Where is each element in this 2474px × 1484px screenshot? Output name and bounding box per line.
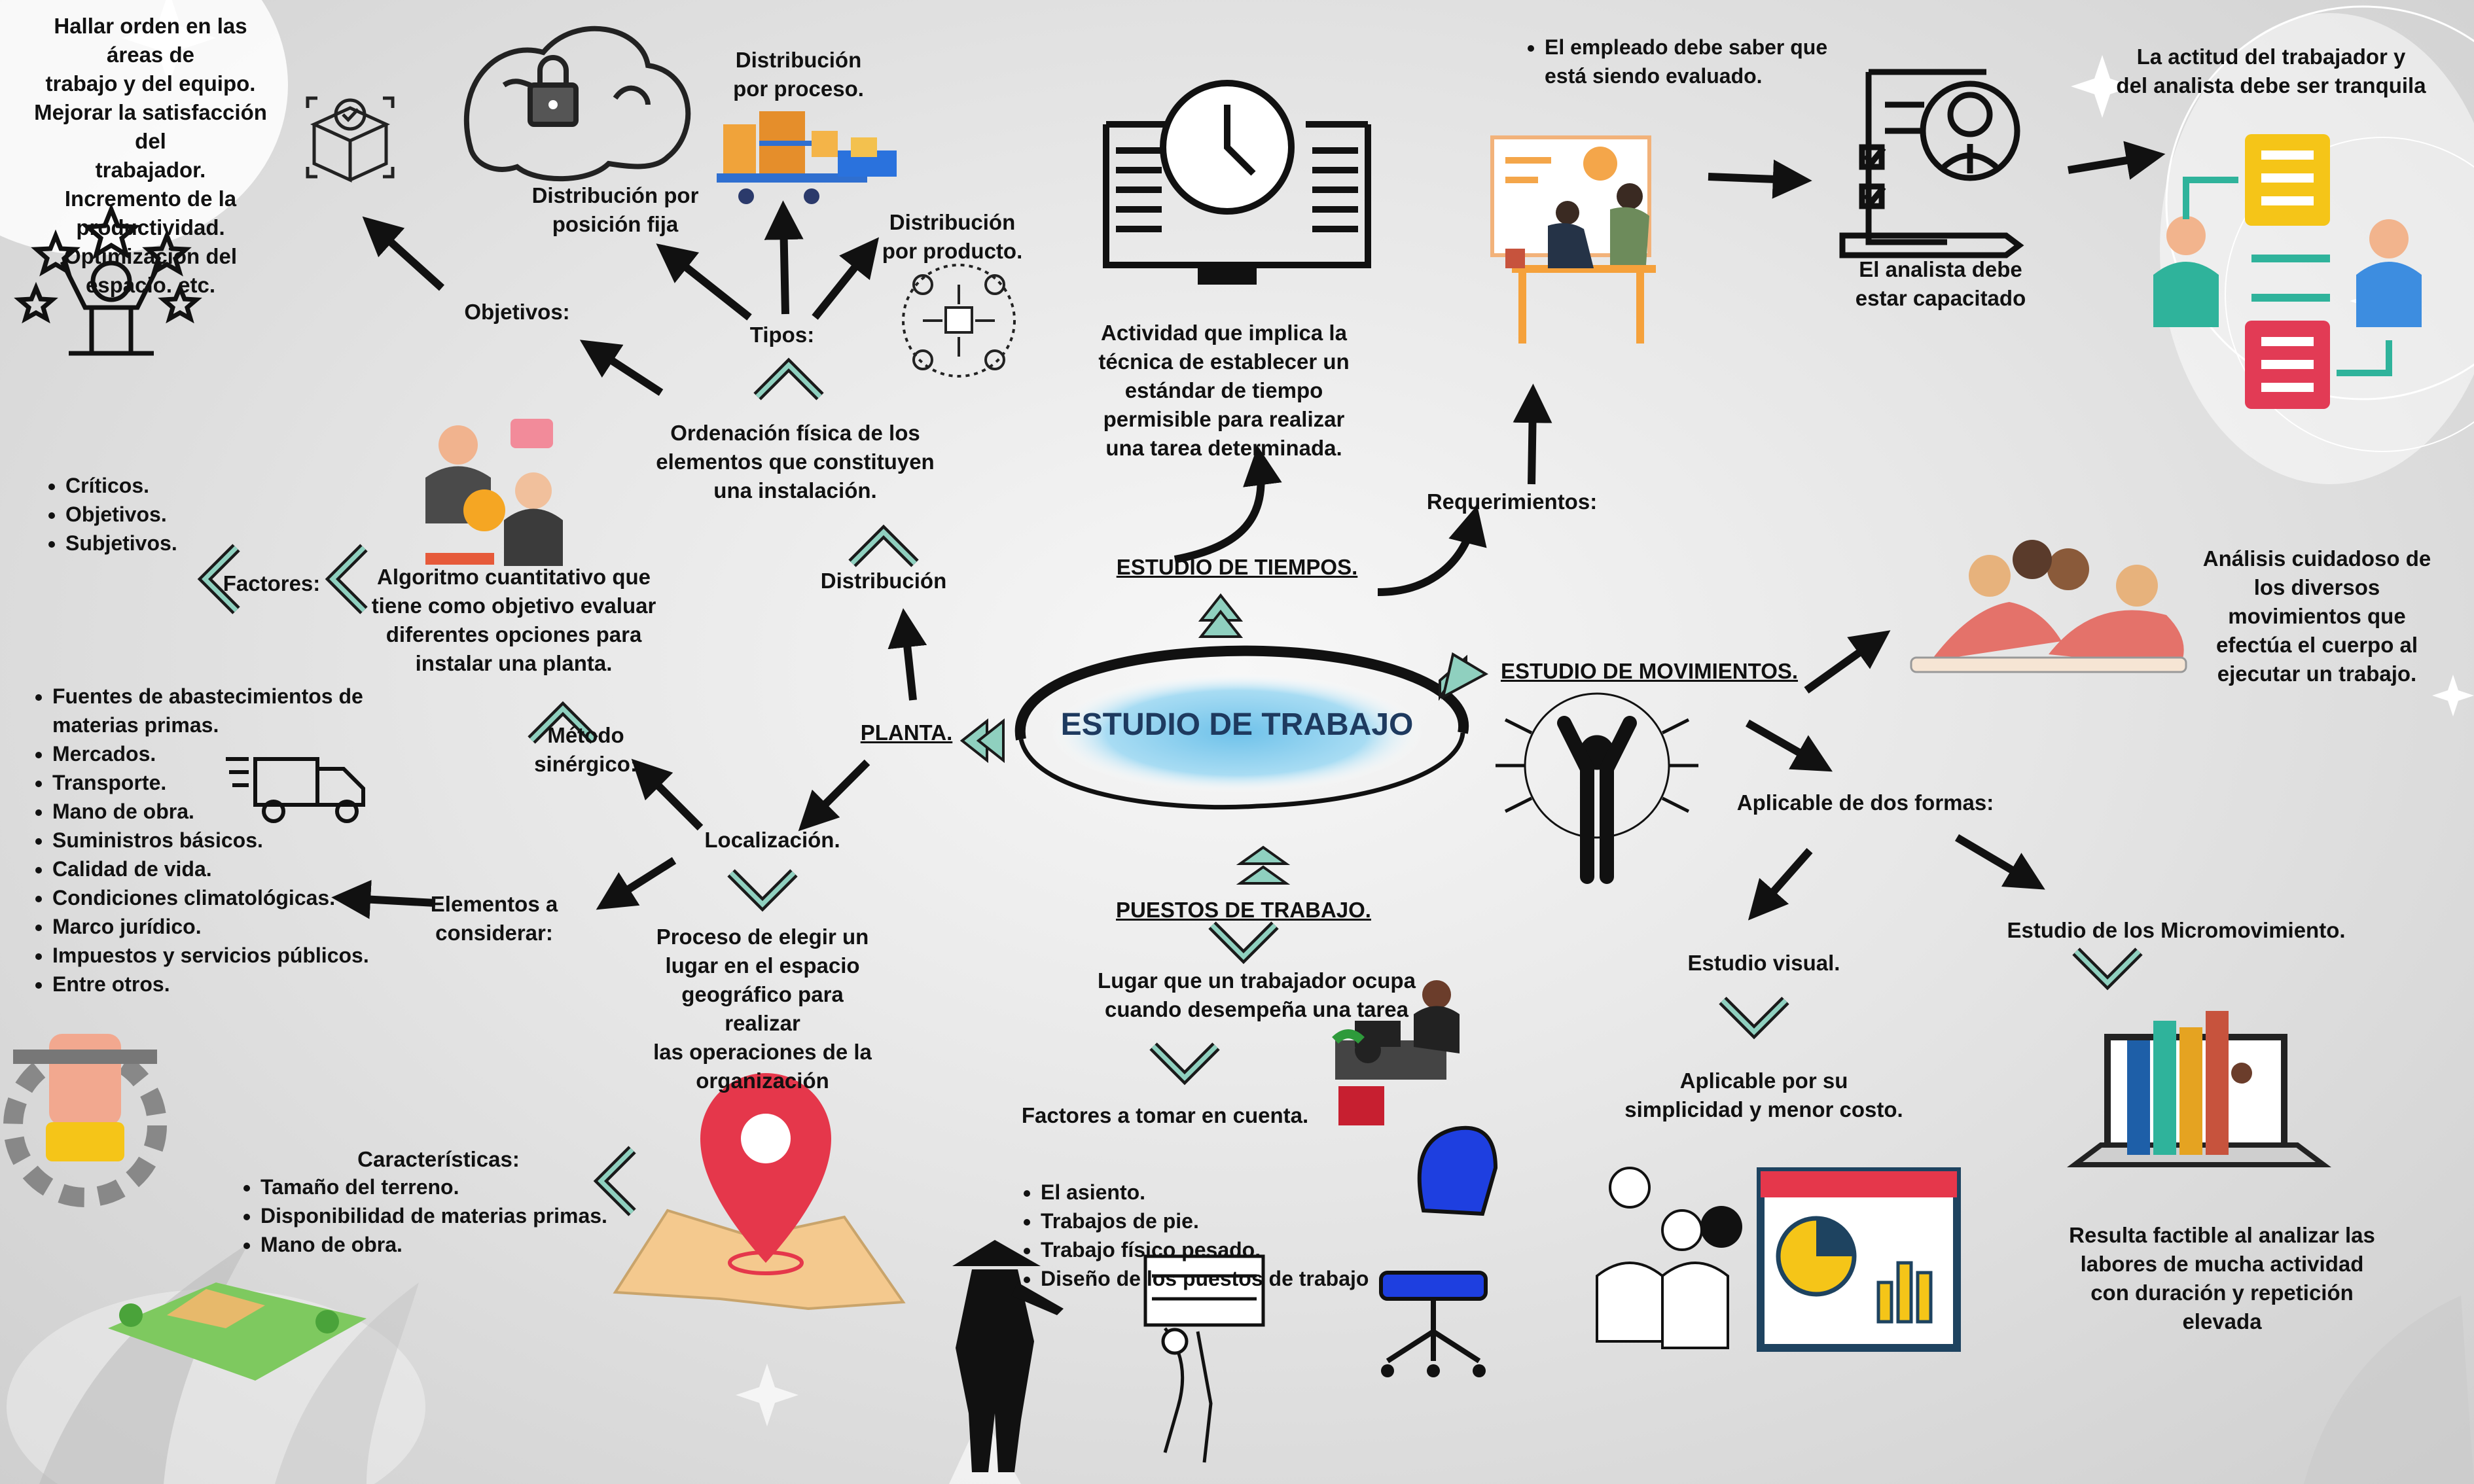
list-item: Objetivos. [65, 500, 275, 529]
characteristics-list: Tamaño del terreno. Disponibilidad de ma… [228, 1173, 653, 1259]
estudio-visual-label: Estudio visual. [1687, 951, 1840, 975]
office-chair-icon [1379, 1125, 1498, 1377]
list-item: Trabajos de pie. [1041, 1207, 1433, 1235]
laptop-books-image [2067, 1011, 2331, 1167]
list-item: Diseño de los puestos de trabajo [1041, 1264, 1433, 1293]
list-item: Entre otros. [52, 970, 399, 998]
type-product-label: Distribución por producto. [882, 210, 1023, 263]
metodo-definition: Algoritmo cuantitativo que tiene como ob… [371, 565, 656, 675]
elements-list: Fuentes de abastecimientos de materias p… [20, 682, 399, 998]
workflow-exchange-image [2153, 134, 2422, 409]
factores-label: Factores: [223, 571, 321, 595]
visual-study-image [1596, 1167, 1961, 1352]
distribucion-definition: Ordenación física de los elementos que c… [656, 421, 935, 503]
tiempos-definition: Actividad que implica la técnica de esta… [1098, 321, 1350, 460]
body-movement-icon [1496, 692, 1698, 884]
chevron-icon [2076, 951, 2139, 983]
employee-evaluation-image [1490, 135, 1656, 344]
aplicable-label: Aplicable de dos formas: [1736, 790, 1994, 815]
estudio-tiempos-node: ESTUDIO DE TIEMPOS. [1116, 555, 1358, 579]
list-item: El asiento. [1041, 1178, 1433, 1207]
puestos-node: PUESTOS DE TRABAJO. [1116, 898, 1371, 922]
wrench-gear-icon [3, 1034, 167, 1207]
visual-reason-text: Aplicable por su simplicidad y menor cos… [1624, 1069, 1903, 1122]
list-item: Calidad de vida. [52, 855, 399, 883]
chevron-icon [852, 532, 915, 563]
location-pin-map-icon [613, 1073, 906, 1311]
book-clock-icon [1103, 80, 1371, 285]
list-item: Condiciones climatológicas. [52, 883, 399, 912]
main-title: ESTUDIO DE TRABAJO [1060, 707, 1414, 742]
type-process-label: Distribución por proceso. [733, 48, 864, 101]
requirement-list: El empleado debe saber que está siendo e… [1512, 33, 1852, 90]
list-item: Marco jurídico. [52, 912, 399, 941]
chevron-icon [1153, 1046, 1216, 1078]
truck-icon [226, 757, 365, 823]
list-item: Trabajo físico pesado. [1041, 1235, 1433, 1264]
porter-carrying-load-icon [1143, 1254, 1265, 1463]
farmer-silhouette-icon [952, 1240, 1064, 1472]
achievement-person-icon [14, 203, 202, 356]
elementos-label: Elementos a considerar: [430, 892, 558, 945]
micromovimiento-label: Estudio de los Micromovimiento. [2007, 918, 2346, 942]
list-item: Fuentes de abastecimientos de materias p… [52, 682, 399, 739]
movimientos-node: ESTUDIO DE MOVIMIENTOS. [1500, 659, 1799, 683]
list-item: Mano de obra. [52, 797, 399, 826]
movimientos-definition: Análisis cuidadoso de los diversos movim… [2202, 546, 2431, 686]
metodo-label: Método sinérgico: [534, 723, 637, 776]
list-item: El empleado debe saber que está siendo e… [1545, 33, 1852, 90]
localizacion-definition: Proceso de elegir un lugar en el espacio… [653, 925, 872, 1093]
analyst-certificate-icon [1839, 69, 2024, 258]
list-item: Mercados. [52, 739, 399, 768]
puestos-definition: Lugar que un trabajador ocupa cuando des… [1098, 968, 1416, 1021]
connector-arrows [331, 141, 2166, 921]
localizacion-label: Localización. [704, 828, 840, 852]
factors-list: Críticos. Objetivos. Subjetivos. [33, 471, 275, 557]
chevron-icon [1212, 925, 1275, 957]
list-item: Disponibilidad de materias primas. [260, 1201, 653, 1230]
office-workers-image [1332, 980, 1460, 1125]
global-network-icon [902, 264, 1016, 378]
objectives-detail-text: Hallar orden en las áreas de trabajo y d… [34, 14, 267, 297]
students-reading-image [1910, 540, 2187, 673]
micro-reason-text: Resulta factible al analizar las labores… [2069, 1223, 2375, 1334]
box-check-icon [306, 96, 395, 183]
list-item: Suministros básicos. [52, 826, 399, 855]
distribucion-label: Distribución [820, 569, 947, 593]
triangle-pointers [959, 593, 1489, 885]
chevron-icon [731, 873, 794, 904]
workstation-factors-list: El asiento. Trabajos de pie. Trabajo fís… [1008, 1178, 1433, 1293]
caracteristicas-label: Características: [357, 1147, 520, 1171]
chevron-icon [1723, 1000, 1785, 1032]
analyst-text: El analista debe estar capacitado [1855, 257, 2026, 310]
factores-cuenta-label: Factores a tomar en cuenta. [1021, 1103, 1309, 1127]
list-item: Subjetivos. [65, 529, 275, 557]
terrain-icon [108, 1282, 367, 1381]
warehouse-distribution-image [717, 111, 897, 204]
chevron-icon [332, 548, 364, 610]
list-item: Tamaño del terreno. [260, 1173, 653, 1201]
planta-node: PLANTA. [860, 720, 953, 745]
list-item: Transporte. [52, 768, 399, 797]
type-fixed-position-label: Distribución por posición fija [531, 183, 699, 236]
objetivos-label: Objetivos: [464, 300, 570, 324]
attitude-text: La actitud del trabajador y del analista… [2116, 44, 2426, 97]
list-item: Impuestos y servicios públicos. [52, 941, 399, 970]
brain-lock-icon [463, 26, 691, 182]
requerimientos-label: Requerimientos: [1426, 489, 1598, 514]
chevron-icon [757, 365, 820, 397]
tipos-label: Tipos: [749, 323, 815, 347]
factors-people-image [425, 419, 563, 566]
list-item: Críticos. [65, 471, 275, 500]
list-item: Mano de obra. [260, 1230, 653, 1259]
